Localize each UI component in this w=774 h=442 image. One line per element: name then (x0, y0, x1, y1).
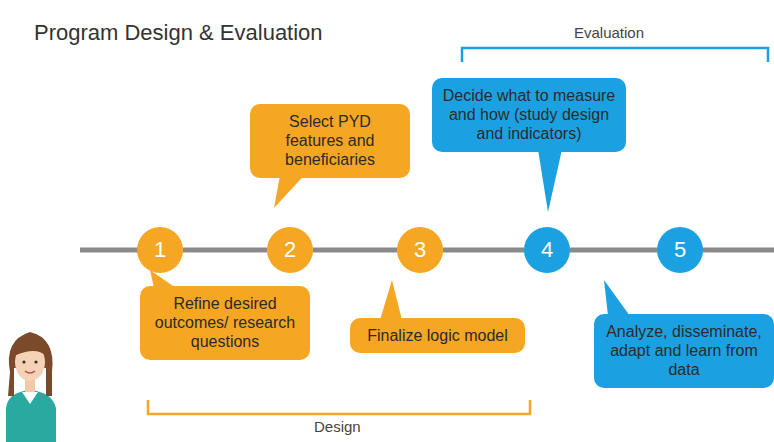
callout-text: Decide what to measure and how (study de… (442, 86, 616, 144)
step-circle: 5 (657, 227, 703, 273)
step-circle: 4 (524, 227, 570, 273)
speech-callout: Analyze, disseminate, adapt and learn fr… (594, 314, 774, 388)
callout-tail (538, 150, 562, 212)
speech-callout: Refine desired outcomes/ research questi… (140, 286, 310, 360)
step-number: 2 (284, 237, 296, 263)
bracket-label: Design (314, 418, 361, 435)
callout-tail (604, 280, 630, 316)
step-number: 5 (674, 237, 686, 263)
speech-callout: Decide what to measure and how (study de… (432, 78, 626, 152)
step-number: 4 (541, 237, 553, 263)
woman-illustration (6, 332, 56, 442)
evaluation-bracket (462, 48, 768, 62)
callout-tail (380, 280, 402, 320)
step-number: 3 (414, 237, 426, 263)
step-number: 1 (154, 237, 166, 263)
step-circle: 2 (267, 227, 313, 273)
step-circle: 1 (137, 227, 183, 273)
design-bracket (148, 400, 530, 414)
bracket-label: Evaluation (574, 24, 644, 41)
timeline-segment (313, 250, 397, 251)
callout-text: Analyze, disseminate, adapt and learn fr… (604, 322, 764, 380)
speech-callout: Select PYD features and beneficiaries (250, 104, 410, 178)
timeline-segment (443, 250, 524, 251)
timeline-segment (570, 250, 657, 251)
callout-tail (274, 176, 304, 208)
timeline-end (700, 248, 774, 253)
speech-callout: Finalize logic model (350, 318, 525, 353)
callout-text: Refine desired outcomes/ research questi… (150, 294, 300, 352)
timeline-start (80, 248, 140, 253)
callout-text: Select PYD features and beneficiaries (260, 112, 400, 170)
step-circle: 3 (397, 227, 443, 273)
callout-text: Finalize logic model (367, 326, 508, 345)
timeline-segment (183, 250, 267, 251)
diagram-title: Program Design & Evaluation (34, 20, 323, 46)
